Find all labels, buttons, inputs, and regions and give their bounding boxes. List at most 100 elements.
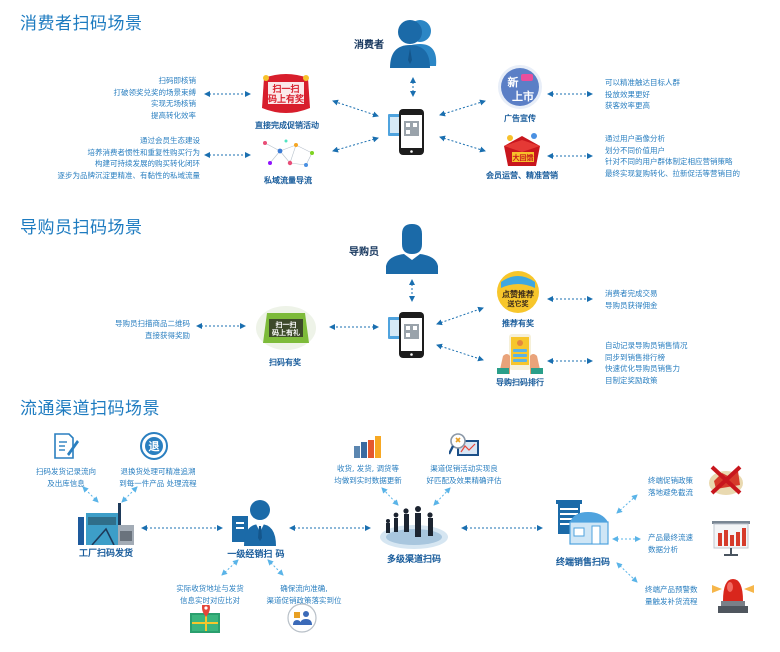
network-graph-icon xyxy=(263,139,314,167)
bar-chart-icon xyxy=(354,436,381,458)
arrow-retail-note1 xyxy=(616,494,638,514)
desc-line: 渠道促销政策落实到位 xyxy=(266,595,342,605)
consumer-user-icon xyxy=(390,20,437,68)
desc-line: 自动记录导购员销售情况 xyxy=(605,341,688,350)
desc-line: 及出库信息 xyxy=(47,478,85,488)
desc-distributor-note2: 确保流向准确, 渠道促销政策落实到位 xyxy=(254,583,354,606)
node-label-ad: 广告宣传 xyxy=(504,114,536,123)
desc-line: 退换货处理可精准追溯 xyxy=(120,467,196,476)
node-label-ranking: 导购扫码排行 xyxy=(496,378,544,387)
desc-ranking: 自动记录导购员销售情况 同步到销售排行榜 快速优化导购员销售力 目制定奖励政策 xyxy=(605,340,688,386)
stage-label-multi: 多级渠道扫码 xyxy=(386,555,441,565)
scan-prize-badge-icon: 扫一扫 码上有奖 xyxy=(262,74,310,113)
svg-text:点赞推荐: 点赞推荐 xyxy=(502,289,534,299)
qr-phone-icon xyxy=(388,312,424,358)
arrow-phone-ad xyxy=(439,99,486,117)
scan-reward-badge-icon: 扫一扫 码上有礼 xyxy=(256,306,316,350)
desc-retail-note1: 终端促销政策 落地避免截流 xyxy=(648,475,693,498)
desc-line: 实际收货地址与发货 xyxy=(176,584,244,593)
desc-line: 打破领奖兑奖的场景束缚 xyxy=(113,87,197,97)
desc-line: 导购员获得佣金 xyxy=(605,300,658,310)
desc-line: 通过会员生态建设 xyxy=(140,136,200,145)
svg-text:送它奖: 送它奖 xyxy=(507,299,530,308)
desc-line: 通过用户画像分析 xyxy=(605,134,665,143)
desc-line: 数据分析 xyxy=(648,544,678,554)
arrow-multi-note1 xyxy=(381,487,399,506)
gift-box-promo-icon: 大回馈 xyxy=(504,133,540,166)
presentation-chart-icon xyxy=(712,521,750,556)
ranking-tablet-icon xyxy=(497,334,543,374)
desc-referral: 消费者完成交易 导购员获得佣金 xyxy=(605,288,658,311)
desc-line: 投放效果更好 xyxy=(605,89,650,99)
desc-line: 到每一件产品 处理流程 xyxy=(119,478,197,488)
desc-line: 直接获得奖励 xyxy=(145,330,190,340)
desc-multi-note2: 渠道促销活动实现良 好匹配及效果精确评估 xyxy=(418,463,510,486)
alarm-siren-icon xyxy=(712,579,754,613)
desc-member: 通过用户画像分析 划分不同价值用户 针对不同的用户群体制定相应营销策略 最终实现… xyxy=(605,133,740,179)
team-lock-icon xyxy=(287,603,317,633)
node-label-scan-reward: 扫码有奖 xyxy=(269,358,301,367)
desc-line: 快速优化导购员销售力 xyxy=(605,364,680,373)
desc-line: 渠道促销活动实现良 xyxy=(430,464,498,473)
document-edit-icon xyxy=(54,433,79,459)
desc-line: 导购员扫描商品二维码 xyxy=(115,319,190,328)
guide-user-icon xyxy=(386,224,438,274)
desc-factory-note2: 退换货处理可精准追溯 到每一件产品 处理流程 xyxy=(110,466,206,489)
guide-actor-label: 导购员 xyxy=(349,247,379,258)
desc-line: 均做到实时数据更新 xyxy=(334,475,402,485)
desc-line: 终端产品预警数 xyxy=(645,585,698,594)
desc-factory-note1: 扫码发货记录流向 及出库信息 xyxy=(28,466,104,489)
svg-text:扫一扫: 扫一扫 xyxy=(272,83,299,95)
qr-phone-icon xyxy=(388,109,424,155)
desc-line: 收货, 发货, 调货等 xyxy=(336,464,400,473)
arrow-factory-note1 xyxy=(82,486,99,503)
desc-line: 获客效率更高 xyxy=(605,101,650,110)
node-label-private: 私域流量导流 xyxy=(264,176,312,185)
return-circle-icon: 退 xyxy=(140,432,168,460)
desc-line: 好匹配及效果精确评估 xyxy=(426,475,502,485)
svg-text:码上有礼: 码上有礼 xyxy=(272,328,300,337)
svg-text:大回馈: 大回馈 xyxy=(513,153,534,162)
stage-label-distributor: 一级经销扫 码 xyxy=(227,550,285,560)
svg-text:上市: 上市 xyxy=(512,89,534,103)
desc-distributor-note1: 实际收货地址与发货 信息实时对应比对 xyxy=(166,583,254,606)
svg-text:新: 新 xyxy=(508,75,519,89)
new-launch-badge-icon: 新 上市 xyxy=(498,65,542,109)
desc-line: 落地避免截流 xyxy=(648,487,693,497)
desc-line: 产品最终流速 xyxy=(648,533,693,542)
desc-retail-note2: 产品最终流速 数据分析 xyxy=(648,532,693,555)
arrow-phone-private xyxy=(332,136,379,153)
business-people-icon xyxy=(380,506,448,549)
desc-line: 终端促销政策 xyxy=(648,476,693,485)
arrow-factory-note2 xyxy=(121,486,138,503)
desc-line: 可以精准触达目标人群 xyxy=(605,78,680,87)
desc-line: 构建可持续发展的购买转化闭环 xyxy=(95,159,200,168)
desc-line: 消费者完成交易 xyxy=(605,289,658,298)
arrow-phone-member xyxy=(439,135,486,153)
magnify-analysis-icon xyxy=(449,433,479,456)
desc-line: 目制定奖励政策 xyxy=(605,375,658,385)
stage-label-retail: 终端销售扫码 xyxy=(555,558,610,568)
arrow-phone-referral xyxy=(436,306,484,326)
node-label-referral: 推荐有奖 xyxy=(502,319,534,328)
referral-reward-badge-icon: 点赞推荐 送它奖 xyxy=(497,271,539,313)
desc-line: 培养消费者惯性和重复性购买行为 xyxy=(87,147,201,157)
desc-line: 实现无场核销 xyxy=(151,99,196,108)
return-glyph: 退 xyxy=(145,437,163,455)
distributor-icon xyxy=(232,500,276,546)
desc-line: 扫码发货记录流向 xyxy=(36,467,96,476)
desc-line: 确保流向准确, xyxy=(280,584,328,593)
node-label-member: 会员运营、精准营销 xyxy=(486,171,558,180)
section-title-channel: 流通渠道扫码场景 xyxy=(20,399,160,419)
arrow-distributor-note1 xyxy=(221,559,239,576)
desc-line: 量触发补货流程 xyxy=(645,596,698,606)
desc-line: 提高转化效率 xyxy=(151,110,196,120)
desc-retail-note3: 终端产品预警数 量触发补货流程 xyxy=(645,584,698,607)
desc-line: 逐步为品牌沉淀更精准、有黏性的私域流量 xyxy=(57,170,201,180)
desc-promo: 扫码即核销 打破领奖兑奖的场景束缚 实现无场核销 提高转化效率 xyxy=(60,75,197,121)
desc-multi-note1: 收货, 发货, 调货等 均做到实时数据更新 xyxy=(326,463,410,486)
desc-line: 最终实现复购转化、拉新促活等营销目的 xyxy=(605,168,740,178)
no-dumping-icon xyxy=(709,465,743,495)
desc-line: 信息实时对应比对 xyxy=(180,595,240,605)
arrow-phone-promo xyxy=(332,99,379,118)
